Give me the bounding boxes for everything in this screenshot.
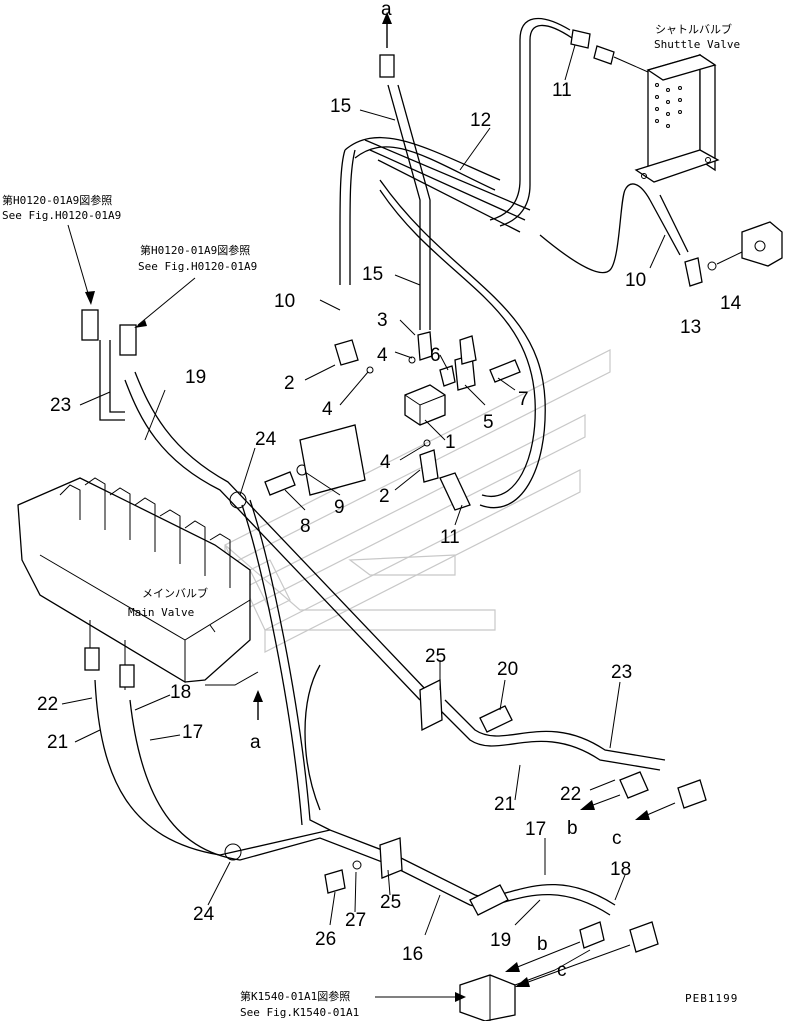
callout-9: 9	[334, 497, 345, 518]
callout-numbers: 15 12 11 10 15 10 14 13 3 4 6 2 4 7 5 19…	[37, 80, 742, 965]
connection-letter-b-bottom: b	[537, 934, 548, 955]
fittings	[81, 54, 707, 953]
reference-text-b-en: See Fig.H0120-01A9	[138, 260, 257, 273]
callout-25: 25	[425, 646, 446, 667]
reference-text-c-jp: 第K1540-01A1図参照	[240, 989, 350, 1003]
callout-15: 15	[362, 264, 383, 285]
connection-letter-a-top: a	[381, 0, 392, 20]
callout-22: 22	[37, 694, 58, 715]
reference-text-c-en: See Fig.K1540-01A1	[240, 1006, 359, 1019]
shuttle-valve: シャトルバルブ Shuttle Valve	[634, 22, 740, 183]
callout-6: 6	[430, 345, 441, 366]
callout-24: 24	[193, 904, 215, 925]
callout-17: 17	[525, 819, 546, 840]
callout-23: 23	[611, 662, 632, 683]
leader-lines	[61, 44, 666, 936]
callout-14: 14	[720, 293, 742, 314]
callout-18: 18	[610, 859, 631, 880]
callout-12: 12	[470, 110, 491, 131]
callout-7: 7	[518, 389, 529, 410]
shuttle-valve-fittings	[570, 29, 783, 287]
callout-10: 10	[274, 291, 295, 312]
reference-text-a-jp: 第H0120-01A9図参照	[2, 193, 112, 207]
callout-18: 18	[170, 682, 191, 703]
drawing-code: PEB1199	[685, 992, 738, 1005]
callout-20: 20	[497, 659, 518, 680]
connection-letter-c-bottom: c	[557, 960, 567, 981]
main-valve-label-jp: メインバルブ	[142, 586, 208, 600]
callout-5: 5	[483, 412, 494, 433]
callout-11: 11	[440, 527, 460, 548]
callout-27: 27	[345, 910, 366, 931]
connection-letter-a-bottom: a	[250, 732, 261, 753]
callout-10: 10	[625, 270, 646, 291]
callout-21: 21	[494, 794, 515, 815]
callout-17: 17	[182, 722, 203, 743]
callout-8: 8	[300, 516, 311, 537]
main-valve: メインバルブ Main Valve	[17, 477, 251, 690]
callout-13: 13	[680, 317, 701, 338]
callout-1: 1	[445, 432, 456, 453]
shuttle-valve-label-en: Shuttle Valve	[654, 38, 740, 51]
shuttle-valve-label-jp: シャトルバルブ	[655, 22, 732, 36]
main-valve-label-en: Main Valve	[128, 606, 194, 619]
callout-16: 16	[402, 944, 423, 965]
reference-box-bottom	[459, 949, 591, 1021]
callout-2: 2	[379, 486, 390, 507]
callout-15: 15	[330, 96, 351, 117]
callout-2: 2	[284, 373, 295, 394]
hoses	[94, 17, 689, 916]
connection-letter-b-right: b	[567, 818, 578, 839]
callout-19: 19	[490, 930, 511, 951]
callout-4: 4	[377, 345, 388, 366]
callout-3: 3	[377, 310, 388, 331]
valve-block	[264, 331, 521, 511]
callout-25: 25	[380, 892, 401, 913]
reference-text-a-en: See Fig.H0120-01A9	[2, 209, 121, 222]
callout-26: 26	[315, 929, 336, 950]
callout-21: 21	[47, 732, 68, 753]
callout-22: 22	[560, 784, 581, 805]
callout-24: 24	[255, 429, 277, 450]
reference-text-b-jp: 第H0120-01A9図参照	[140, 243, 250, 257]
connection-letter-c-right: c	[612, 828, 622, 849]
callout-19: 19	[185, 367, 206, 388]
callout-23: 23	[50, 395, 71, 416]
callout-4: 4	[380, 452, 391, 473]
callout-4: 4	[322, 399, 333, 420]
connection-arrows	[67, 12, 676, 1002]
callout-11: 11	[552, 80, 572, 101]
